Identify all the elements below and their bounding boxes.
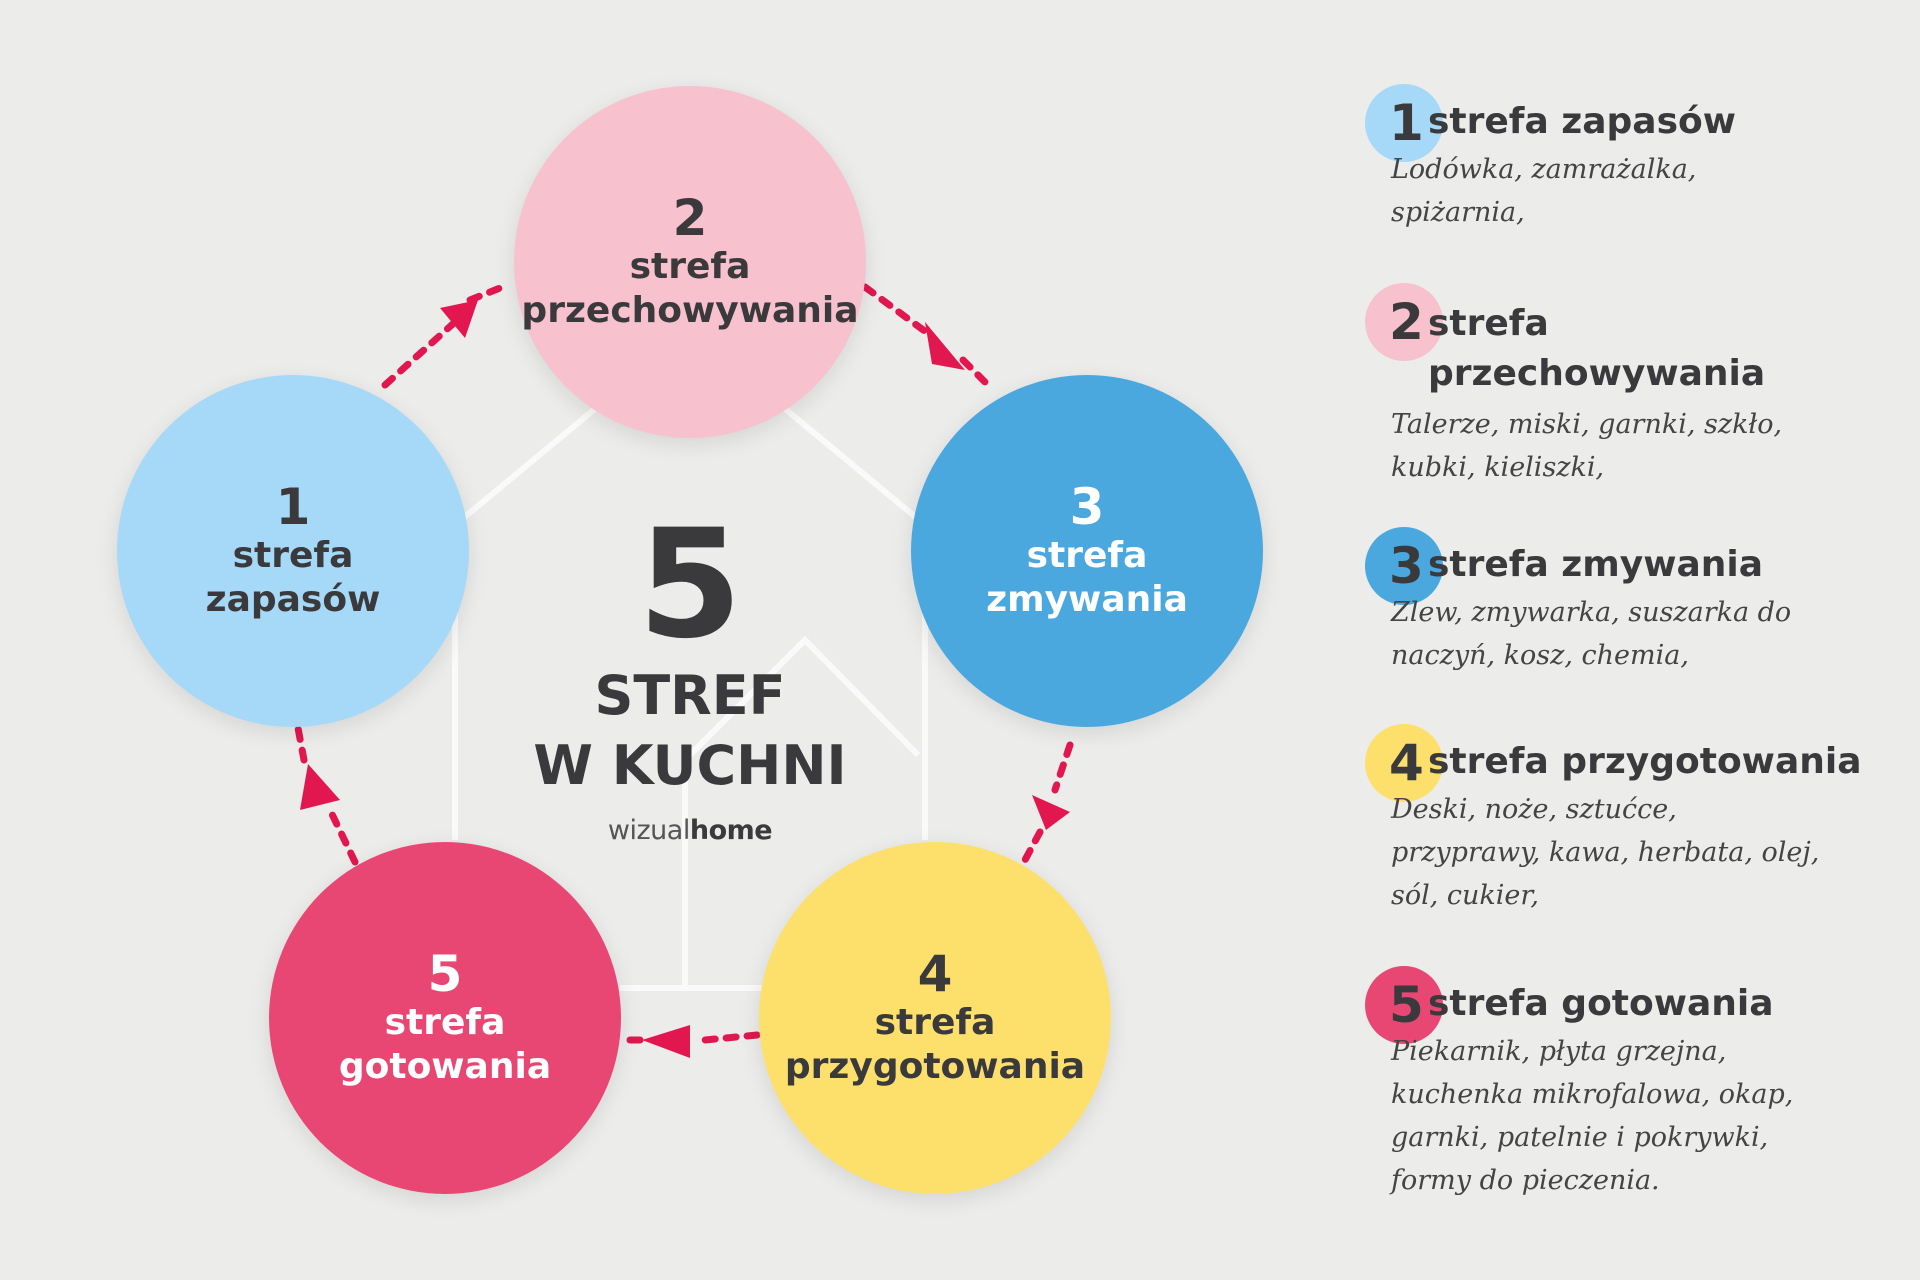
brand-logo: wizualhome — [590, 815, 790, 846]
legend-title: strefa zmywania — [1428, 544, 1764, 585]
zone-number: 5 — [427, 945, 463, 1003]
legend-description: Lodówka, zamrażalka, spiżarnia, — [1391, 148, 1885, 234]
zone-number: 1 — [275, 478, 311, 536]
legend-number: 3 — [1389, 537, 1424, 595]
zone-circle-2: 2 strefa przechowywania — [514, 86, 866, 438]
zone-circle-3: 3 strefa zmywania — [911, 375, 1263, 727]
legend-item-3: 3 strefa zmywania Zlew, zmywarka, suszar… — [1365, 527, 1885, 677]
arrow-3-to-4 — [1021, 741, 1074, 864]
legend-dot-1 — [1365, 84, 1443, 162]
legend-desc-line: Piekarnik, płyta grzejna, — [1391, 1036, 1727, 1067]
legend-dot-4 — [1365, 724, 1443, 802]
arrow-5-to-1 — [294, 724, 359, 866]
zone-number: 2 — [672, 189, 708, 247]
legend-item-5: 5 strefa gotowania Piekarnik, płyta grze… — [1365, 966, 1885, 1202]
legend-number: 5 — [1389, 976, 1424, 1034]
zone-label-line2: przygotowania — [784, 1046, 1086, 1087]
brand-part2: home — [689, 815, 773, 846]
legend-desc-line: spiżarnia, — [1391, 197, 1525, 228]
legend-desc-line: garnki, patelnie i pokrywki, — [1391, 1122, 1769, 1153]
legend-desc-line: Deski, noże, sztućce, — [1391, 794, 1677, 825]
center-number: 5 — [637, 498, 743, 672]
arrowhead-5-to-1 — [300, 764, 340, 810]
legend-item-4: 4 strefa przygotowania Deski, noże, sztu… — [1365, 724, 1885, 917]
legend-desc-line: naczyń, kosz, chemia, — [1391, 640, 1689, 671]
legend-description: Zlew, zmywarka, suszarka do naczyń, kosz… — [1391, 591, 1885, 677]
zone-circle-4: 4 strefa przygotowania — [759, 842, 1111, 1194]
legend-description: Deski, noże, sztućce, przyprawy, kawa, h… — [1391, 788, 1885, 917]
arrow-2-to-3 — [861, 283, 989, 386]
legend-title: strefa zapasów — [1428, 101, 1737, 142]
legend-desc-line: Zlew, zmywarka, suszarka do — [1391, 597, 1792, 628]
zone-label-line2: przechowywania — [521, 290, 859, 331]
arrowhead-1-to-2 — [440, 300, 478, 338]
legend-item-2: 2 strefa przechowywania Talerze, miski, … — [1365, 283, 1885, 489]
zone-label-line2: gotowania — [338, 1046, 552, 1087]
zone-label-line2: zapasów — [205, 579, 381, 620]
arrowhead-2-to-3 — [925, 322, 965, 370]
legend-dot-2 — [1365, 283, 1443, 361]
legend-desc-line: sól, cukier, — [1391, 880, 1539, 911]
legend-desc-line: Talerze, miski, garnki, szkło, — [1391, 409, 1783, 440]
legend-desc-line: przyprawy, kawa, herbata, olej, — [1391, 837, 1820, 868]
legend-item-1: 1 strefa zapasów Lodówka, zamrażalka, sp… — [1365, 84, 1885, 234]
flow-arrows — [294, 282, 1074, 1058]
arrow-4-to-5 — [616, 1025, 761, 1058]
zone-label-line1: strefa — [1026, 535, 1148, 576]
zone-circle-1: 1 strefa zapasów — [117, 375, 469, 727]
legend-number: 1 — [1389, 94, 1424, 152]
legend-desc-line: kubki, kieliszki, — [1391, 452, 1605, 483]
center-title: 5 STREF W KUCHNI — [490, 510, 890, 800]
legend-number: 4 — [1389, 734, 1424, 792]
legend-title: strefa przechowywania — [1428, 303, 1766, 394]
zone-circle-5: 5 strefa gotowania — [269, 842, 621, 1194]
zone-label-line2: zmywania — [986, 579, 1188, 620]
legend-title: strefa gotowania — [1428, 983, 1774, 1024]
brand-part1: wizual — [607, 815, 690, 846]
legend-desc-line: Lodówka, zamrażalka, — [1391, 154, 1697, 185]
legend-description: Piekarnik, płyta grzejna, kuchenka mikro… — [1391, 1030, 1885, 1202]
legend-number: 2 — [1389, 293, 1424, 351]
legend-description: Talerze, miski, garnki, szkło, kubki, ki… — [1391, 403, 1885, 489]
legend-desc-line: kuchenka mikrofalowa, okap, — [1391, 1079, 1794, 1110]
zone-number: 3 — [1069, 478, 1105, 536]
legend-title: strefa przygotowania — [1428, 741, 1862, 782]
zone-label-line1: strefa — [232, 535, 354, 576]
legend-dot-5 — [1365, 966, 1443, 1044]
arrowhead-3-to-4 — [1032, 795, 1070, 830]
legend-desc-line: formy do pieczenia. — [1391, 1165, 1660, 1196]
center-line1: STREF — [594, 664, 786, 727]
zone-number: 4 — [917, 945, 953, 1003]
arrowhead-4-to-5 — [642, 1025, 690, 1058]
zone-label-line1: strefa — [629, 246, 751, 287]
center-line2: W KUCHNI — [533, 734, 847, 797]
legend-dot-3 — [1365, 527, 1443, 605]
zone-label-line1: strefa — [874, 1002, 996, 1043]
arrow-1-to-2 — [381, 282, 509, 389]
zone-label-line1: strefa — [384, 1002, 506, 1043]
